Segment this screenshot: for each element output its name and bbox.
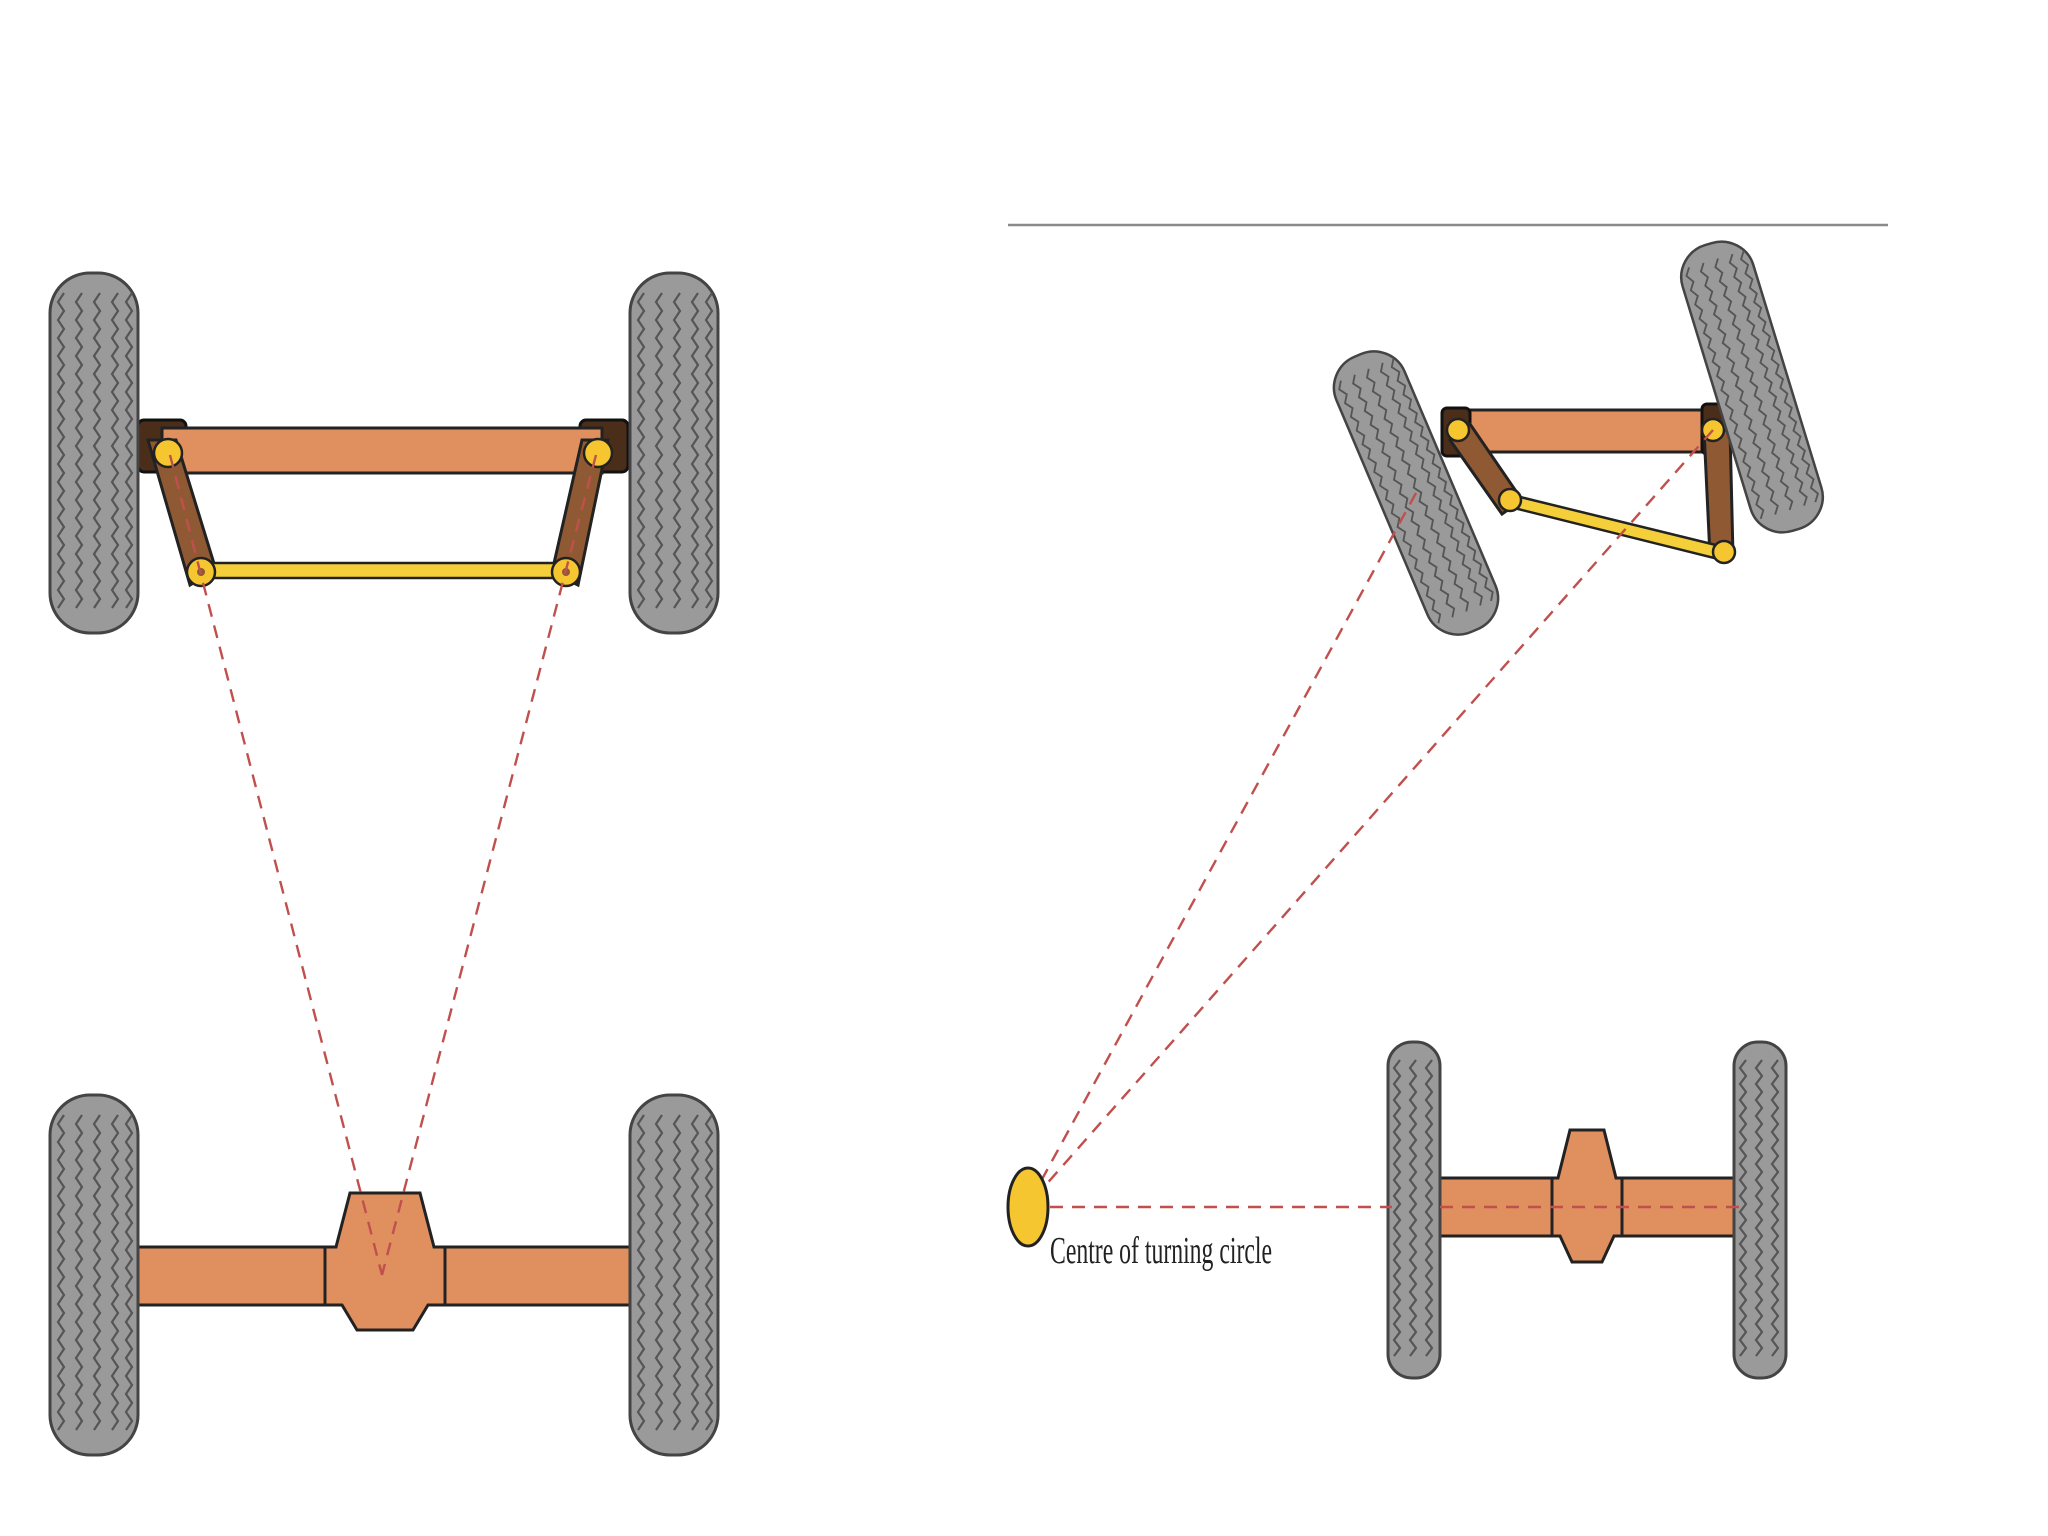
rear-axle-assembly-turning [1386,1040,1788,1380]
turning-line-outer [1027,429,1714,1206]
front-axle-assembly-straight [48,271,720,635]
front-right-tyre [628,271,720,635]
rear-left-tyre-turning [1386,1040,1442,1380]
differential-housing-turning [1550,1128,1624,1264]
straight-ahead-layout [48,271,720,1457]
steering-arm-right-turning [1702,428,1735,558]
rear-right-tyre [628,1093,720,1457]
turning-line-inner [1026,492,1418,1206]
rear-right-tyre-turning [1732,1040,1788,1380]
tie-rod-joint-right-turning [1711,539,1737,565]
front-axle-beam-turning [1446,408,1720,454]
ackermann-line-left [168,454,384,1276]
differential-housing [323,1191,447,1332]
tie-rod-joint-left-turning [1497,487,1523,513]
rear-axle-assembly-straight [48,1093,720,1457]
tie-rod-turning [1504,492,1726,562]
ackermann-line-right [380,454,598,1276]
tie-rod [198,561,568,580]
kingpin-left-turning [1445,417,1471,443]
turning-centre-label: Centre of turning circle [1050,1230,1272,1272]
turning-layout: Centre of turning circle [1006,223,1888,1380]
kingpin-left [152,437,184,469]
kingpin-right [582,437,614,469]
turning-centre-marker [1006,1166,1050,1248]
front-axle-beam [160,426,604,475]
front-outer-tyre-turning [1671,232,1833,542]
front-left-tyre [48,271,140,635]
rear-left-tyre [48,1093,140,1457]
